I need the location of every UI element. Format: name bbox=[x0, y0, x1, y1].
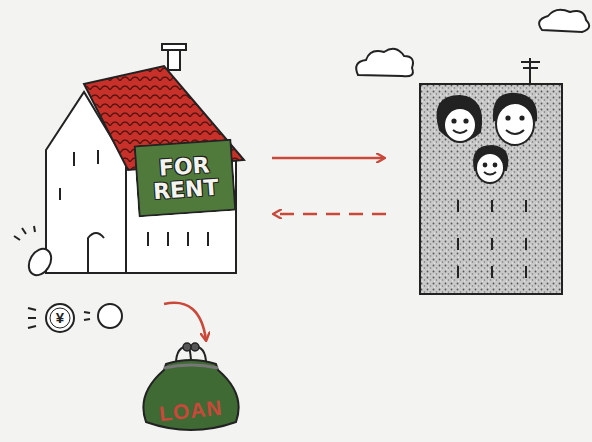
rent-arrow bbox=[272, 157, 384, 160]
building-windows bbox=[458, 200, 526, 278]
chimney bbox=[168, 48, 180, 70]
apartment-building bbox=[420, 58, 562, 294]
payment-arrow bbox=[164, 303, 206, 340]
house bbox=[46, 44, 244, 273]
rent-sign: FOR RENT bbox=[134, 139, 237, 218]
sign-text: FOR RENT bbox=[148, 153, 221, 204]
coin-symbol: ¥ bbox=[56, 310, 64, 326]
loan-purse: LOAN bbox=[132, 342, 250, 438]
yen-coin: ¥ bbox=[44, 302, 76, 334]
coins bbox=[14, 226, 122, 328]
cloud bbox=[356, 49, 413, 77]
purse-outline bbox=[132, 342, 250, 438]
family-faces bbox=[438, 94, 537, 183]
cloud bbox=[539, 10, 589, 32]
return-arrow-dashed bbox=[274, 213, 386, 216]
house-door bbox=[88, 233, 104, 272]
